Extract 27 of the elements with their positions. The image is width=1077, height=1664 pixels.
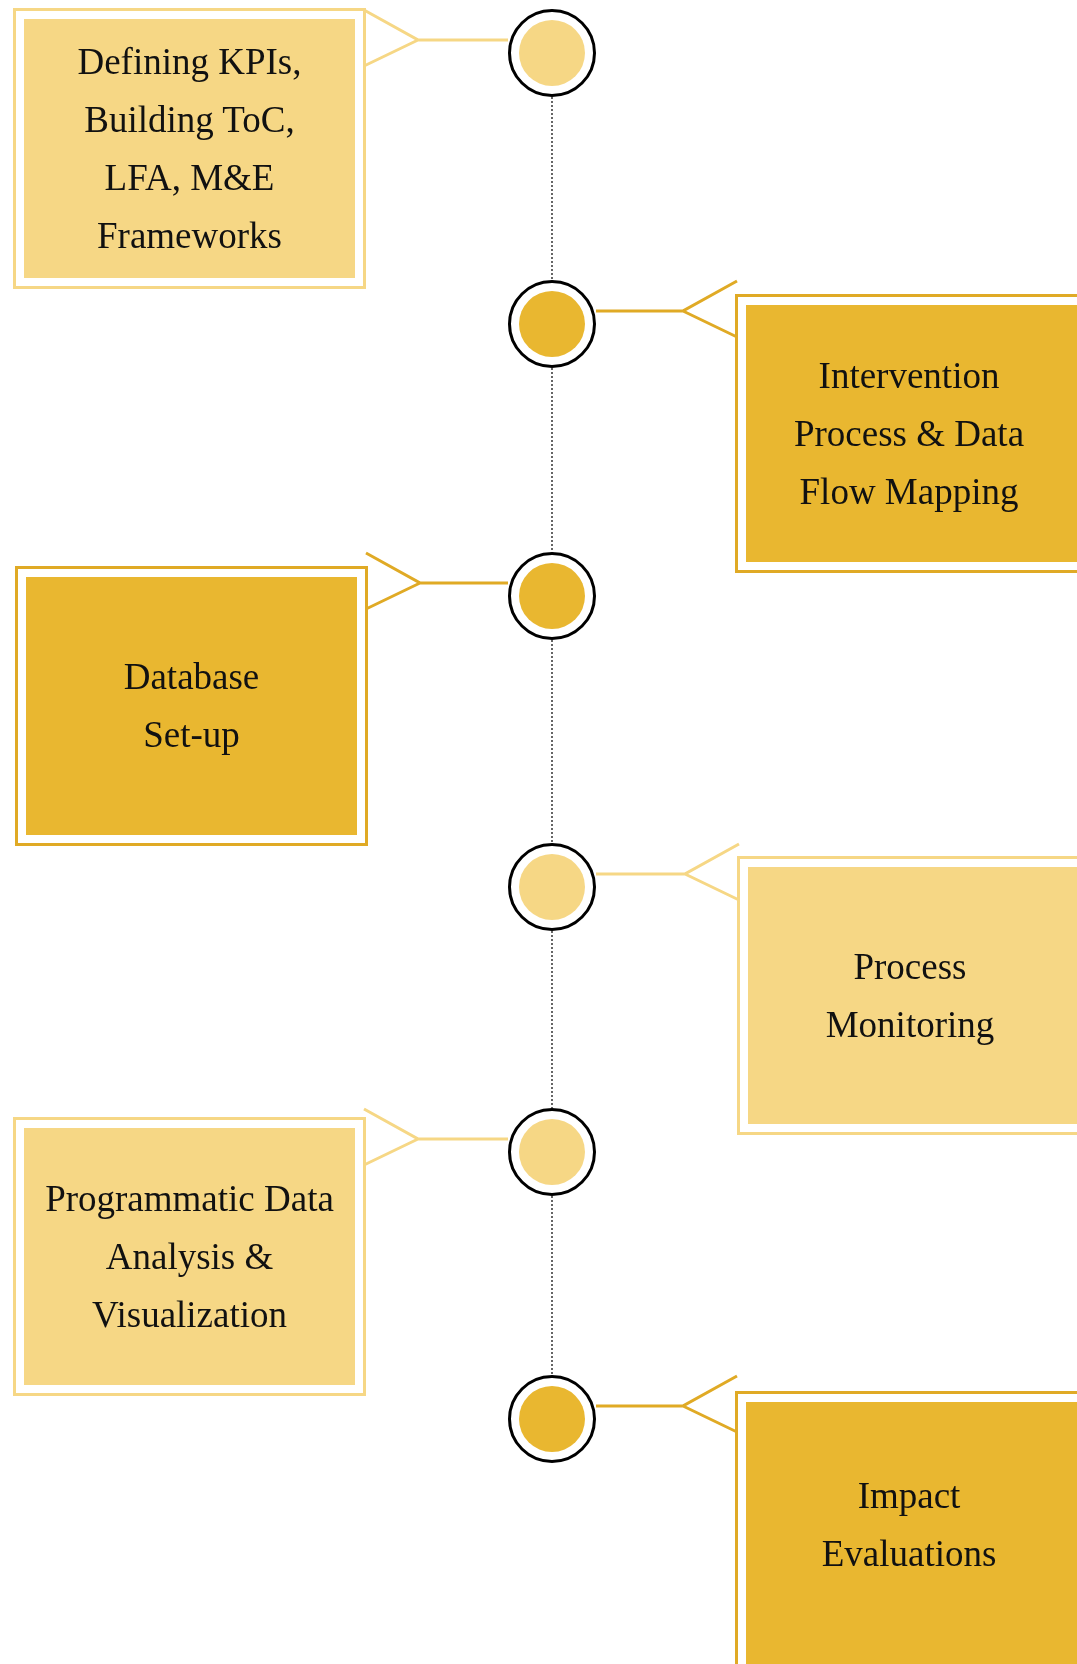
step-box bbox=[735, 1391, 1077, 1664]
step-label: Programmatic Data Analysis & Visualization bbox=[44, 1176, 335, 1337]
timeline-dot bbox=[508, 9, 596, 97]
timeline-line bbox=[551, 96, 553, 281]
timeline-dot bbox=[508, 1375, 596, 1463]
step-label: Intervention Process & Data Flow Mapping bbox=[792, 353, 1026, 514]
step-box bbox=[737, 856, 1077, 1135]
step-box bbox=[13, 1117, 366, 1396]
timeline-dot bbox=[508, 280, 596, 368]
step-label: Defining KPIs, Building ToC, LFA, M&E Frameworks bbox=[76, 39, 303, 258]
callout-connector bbox=[594, 842, 741, 902]
timeline-dot bbox=[508, 843, 596, 931]
step-label: Process Monitoring bbox=[824, 944, 996, 1047]
timeline-line bbox=[551, 1195, 553, 1376]
step-box bbox=[735, 294, 1077, 573]
timeline-line bbox=[551, 367, 553, 553]
timeline-dot bbox=[508, 1108, 596, 1196]
callout-connector bbox=[594, 1374, 739, 1434]
timeline-dot bbox=[508, 552, 596, 640]
timeline-line bbox=[551, 639, 553, 844]
callout-connector bbox=[362, 1107, 510, 1167]
callout-connector bbox=[594, 279, 739, 339]
step-box bbox=[15, 566, 368, 846]
step-label: Database Set-up bbox=[122, 655, 261, 757]
callout-connector bbox=[364, 551, 510, 611]
step-label: Impact Evaluations bbox=[820, 1474, 998, 1576]
step-box bbox=[13, 8, 366, 289]
